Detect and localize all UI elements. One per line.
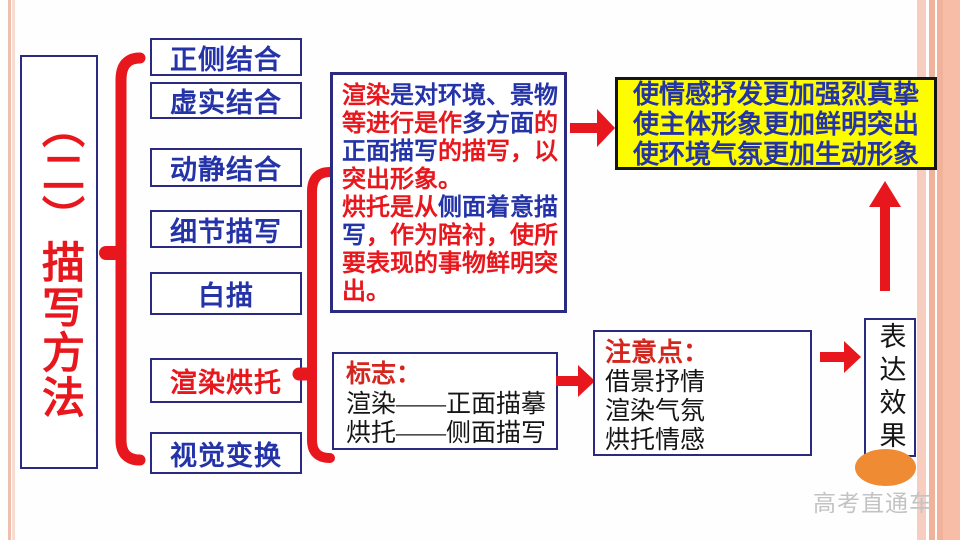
notes-line: 烘托情感: [605, 427, 706, 454]
definition-segment: 正面描写: [342, 138, 438, 165]
left-border-stripe-1: [8, 0, 11, 540]
right-border-stripe-2: [929, 0, 935, 540]
method-label: 动静结合: [170, 155, 282, 185]
markers-line: 烘托——侧面描写: [346, 420, 547, 447]
method-label: 渲染烘托: [170, 368, 282, 398]
notes-heading: 注意点：: [605, 337, 710, 367]
effects-line: 使情感抒发更加强烈真挚: [632, 78, 919, 109]
right-arrow-icon: [570, 109, 615, 147]
method-box-zhengce-jiehe: 正侧结合: [150, 38, 302, 76]
expression-box: 表达效果: [864, 318, 916, 457]
definition-segment: 等进行是作: [342, 110, 462, 137]
definition-paragraph-hongtuo: 烘托是从侧面着意描写，作为陪衬，使所要表现的事物鲜明突出。: [342, 194, 560, 306]
method-box-xushi-jiehe: 虚实结合: [150, 82, 302, 119]
definition-segment: 烘托是从: [342, 194, 438, 221]
definition-segment: 的描写，以突出形象。: [342, 138, 558, 193]
right-border-stripe-4: [943, 0, 960, 540]
left-brace: [99, 52, 146, 466]
method-box-shijue-bianhuan: 视觉变换: [150, 432, 302, 474]
method-box-xuanran-hongtuo: 渲染烘托: [150, 358, 302, 403]
notes-box: 注意点： 借景抒情 渲染气氛 烘托情感: [593, 330, 812, 456]
definition-box: 渲染是对环境、景物等进行是作多方面的正面描写的描写，以突出形象。 烘托是从侧面着…: [330, 72, 567, 313]
notes-line: 渲染气氛: [605, 398, 706, 425]
highlight-ellipse: [855, 449, 916, 486]
method-label: 虚实结合: [170, 88, 282, 118]
method-label: 细节描写: [170, 216, 282, 247]
category-title: （二）描写方法: [35, 104, 83, 420]
markers-heading: 标志：: [346, 361, 422, 388]
up-arrow-icon: [869, 181, 901, 291]
watermark: 高考直通车: [813, 491, 933, 516]
markers-box: 标志： 渲染——正面描摹 烘托——侧面描写: [332, 352, 558, 450]
method-label: 正侧结合: [170, 44, 282, 75]
definition-segment: 多方面: [462, 110, 534, 137]
definition-segment: 渲染: [342, 82, 390, 109]
right-border-stripe-1: [917, 0, 926, 540]
definition-segment: 侧面着意描写: [342, 194, 558, 249]
middle-brace: [292, 167, 335, 463]
method-box-xijie-miaoxie: 细节描写: [150, 210, 302, 248]
definition-paragraph-xuanran: 渲染是对环境、景物等进行是作多方面的正面描写的描写，以突出形象。: [342, 82, 560, 194]
effects-box: 使情感抒发更加强烈真挚 使主体形象更加鲜明突出 使环境气氛更加生动形象: [615, 77, 937, 170]
method-box-baimiao: 白描: [150, 272, 302, 315]
notes-line: 借景抒情: [605, 369, 706, 396]
effects-line: 使主体形象更加鲜明突出: [632, 108, 919, 139]
right-arrow-icon: [820, 341, 861, 373]
markers-line: 渲染——正面描摹: [346, 391, 547, 418]
definition-segment: 的: [534, 110, 558, 137]
effects-line: 使环境气氛更加生动形象: [632, 138, 919, 169]
right-arrow-icon: [556, 365, 595, 397]
definition-segment: ，作为陪衬，使所要表现的事物鲜明突出。: [342, 222, 558, 305]
method-box-dongjing-jiehe: 动静结合: [150, 148, 302, 187]
right-border-stripe-3: [937, 0, 943, 540]
left-border-stripe-2: [12, 0, 15, 540]
method-label: 白描: [198, 281, 254, 311]
definition-segment: 是对环境、景物: [390, 82, 558, 109]
method-label: 视觉变换: [170, 440, 282, 471]
expression-label: 表达效果: [875, 321, 906, 454]
category-title-box: （二）描写方法: [20, 55, 98, 469]
